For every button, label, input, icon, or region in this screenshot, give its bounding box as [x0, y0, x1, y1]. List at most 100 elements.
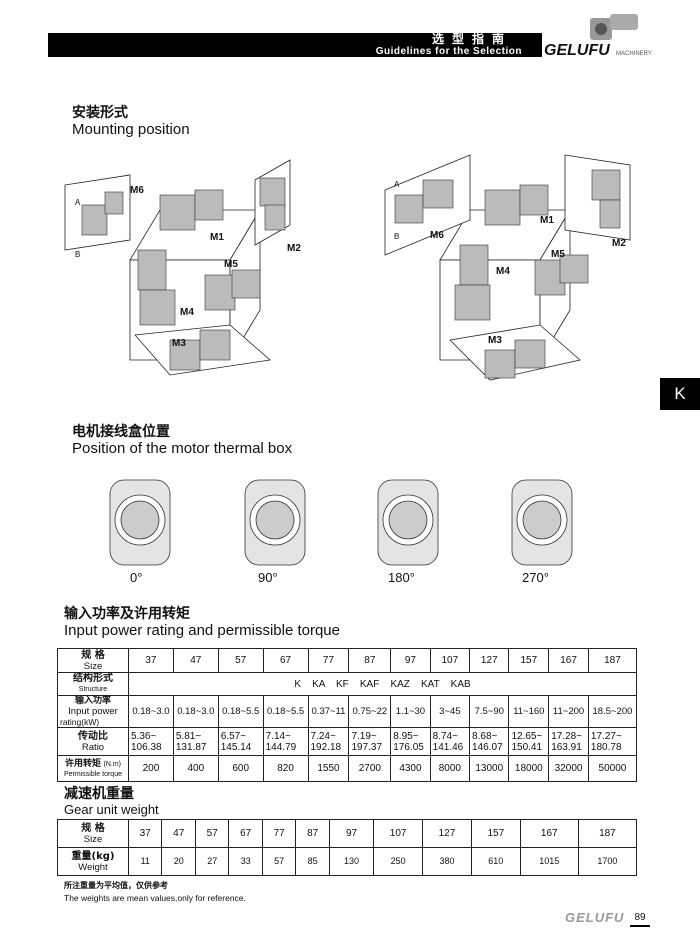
- label-m4-right: M4: [496, 266, 510, 277]
- weight-cell: 1015: [519, 847, 579, 876]
- torque-label-unit: (N.m): [103, 761, 122, 768]
- mounting-title-cn: 安装形式: [72, 105, 128, 121]
- ratio-min: 17.27~: [590, 730, 622, 742]
- ratio-max: 192.18: [310, 741, 342, 753]
- ratio-label-cn: 传动比: [78, 730, 108, 742]
- size-cell: 167: [548, 648, 589, 673]
- weight-cell: 20: [161, 847, 196, 876]
- ratio-cell: 6.57~145.14: [217, 727, 264, 756]
- label-m2-right: M2: [612, 238, 626, 249]
- label-m2-left: M2: [287, 243, 301, 254]
- structure-label-cn: 结构形式: [73, 673, 113, 684]
- torque-cell: 4300: [390, 755, 431, 782]
- ratio-max: 146.07: [472, 741, 503, 753]
- power-cell: 11~200: [548, 695, 589, 728]
- weight-cell: 610: [470, 847, 521, 876]
- weight-cell: 57: [261, 847, 297, 876]
- weight-size-cell: 157: [470, 819, 521, 848]
- ratio-cell: 8.74~141.46: [429, 727, 471, 756]
- header-title-en: Guidelines for the Selection: [375, 46, 522, 57]
- weight-size-cell: 97: [328, 819, 375, 848]
- gearbox-logo-icon: [590, 14, 638, 40]
- angle-0: 0°: [130, 570, 143, 585]
- weight-size-cell: 87: [295, 819, 330, 848]
- size-cell: 157: [508, 648, 550, 673]
- size-cell: 97: [390, 648, 431, 673]
- weight-cell: 1700: [577, 847, 638, 876]
- label-m6-left: M6: [130, 185, 144, 196]
- torque-cell: 200: [128, 755, 174, 782]
- power-label-cn: 输入功率: [74, 696, 111, 706]
- ratio-max: 144.79: [265, 741, 297, 753]
- power-cell: 7.5~90: [469, 695, 510, 728]
- weight-title-en: Gear unit weight: [64, 802, 159, 817]
- power-cell: 3~45: [429, 695, 471, 728]
- ratio-cell: 12.65~150.41: [508, 727, 550, 756]
- ratio-min: 12.65~: [511, 730, 543, 742]
- torque-cell: 13000: [469, 755, 510, 782]
- header-bar: 选型指南 Guidelines for the Selection: [48, 33, 542, 57]
- power-cell: 0.18~5.5: [217, 695, 264, 728]
- header-title-cn: 选型指南: [431, 32, 512, 46]
- ratio-min: 8.95~: [393, 730, 419, 742]
- weight-cell: 380: [422, 847, 472, 876]
- power-cell: 0.18~3.0: [128, 695, 174, 728]
- ratio-max: 131.87: [175, 741, 207, 753]
- torque-cell: 1550: [307, 755, 350, 782]
- ratio-min: 17.28~: [551, 730, 583, 742]
- ratio-cell: 8.95~176.05: [390, 727, 431, 756]
- label-m3-left: M3: [172, 338, 186, 349]
- ratio-min: 7.19~: [351, 730, 377, 742]
- angle-180: 180°: [388, 570, 415, 585]
- power-cell: 0.18~5.5: [262, 695, 309, 728]
- size-cell: 67: [262, 648, 309, 673]
- page-number: 89: [630, 912, 650, 927]
- ratio-max: 106.38: [131, 741, 162, 753]
- torque-cell: 32000: [548, 755, 589, 782]
- weight-size-cell: 167: [519, 819, 579, 848]
- ratio-max: 197.37: [351, 741, 383, 753]
- label-m5-left: M5: [224, 259, 238, 270]
- torque-cell: 2700: [348, 755, 392, 782]
- weight-title-cn: 减速机重量: [64, 786, 134, 802]
- ratio-max: 141.46: [432, 741, 464, 753]
- torque-cell: 50000: [587, 755, 638, 782]
- power-cell: 18.5~200: [587, 695, 638, 728]
- ratio-min: 8.68~: [472, 730, 498, 742]
- mounting-diagram-left: [64, 159, 291, 376]
- ratio-max: 180.78: [590, 741, 622, 753]
- label-m5-right: M5: [551, 249, 565, 260]
- torque-label-en: Permissible torque: [64, 771, 122, 778]
- power-title-en: Input power rating and permissible torqu…: [64, 622, 340, 639]
- torque-cell: 8000: [429, 755, 471, 782]
- label-m1-right: M1: [540, 215, 554, 226]
- size-cell: 47: [172, 648, 219, 673]
- weight-note-cn: 所注重量为平均值，仅供参考: [64, 881, 168, 890]
- torque-cell: 600: [217, 755, 264, 782]
- torque-cell: 18000: [508, 755, 550, 782]
- ratio-max: 150.41: [511, 741, 543, 753]
- section-tab-k[interactable]: K: [660, 378, 700, 410]
- power-title-cn: 输入功率及许用转矩: [64, 606, 190, 622]
- power-label-en: Input power: [68, 706, 118, 717]
- weight-size-cell: 67: [228, 819, 263, 848]
- torque-label-cn: 许用转矩: [64, 759, 101, 769]
- weight-cell: 250: [373, 847, 424, 876]
- label-m4-left: M4: [180, 307, 194, 318]
- ratio-cell: 17.27~180.78: [587, 727, 638, 756]
- power-cell: 11~160: [508, 695, 550, 728]
- size-cell: 187: [587, 648, 638, 673]
- size-label-cn: 规 格: [81, 649, 105, 661]
- power-cell: 1.1~30: [390, 695, 431, 728]
- size-cell: 77: [307, 648, 350, 673]
- size-cell: 37: [128, 648, 174, 673]
- weight-cell: 27: [194, 847, 230, 876]
- weight-label-cn: 重量(kg): [71, 850, 115, 862]
- label-m1-left: M1: [210, 232, 224, 243]
- label-m6-right: M6: [430, 230, 444, 241]
- side-a-label: A: [75, 198, 81, 207]
